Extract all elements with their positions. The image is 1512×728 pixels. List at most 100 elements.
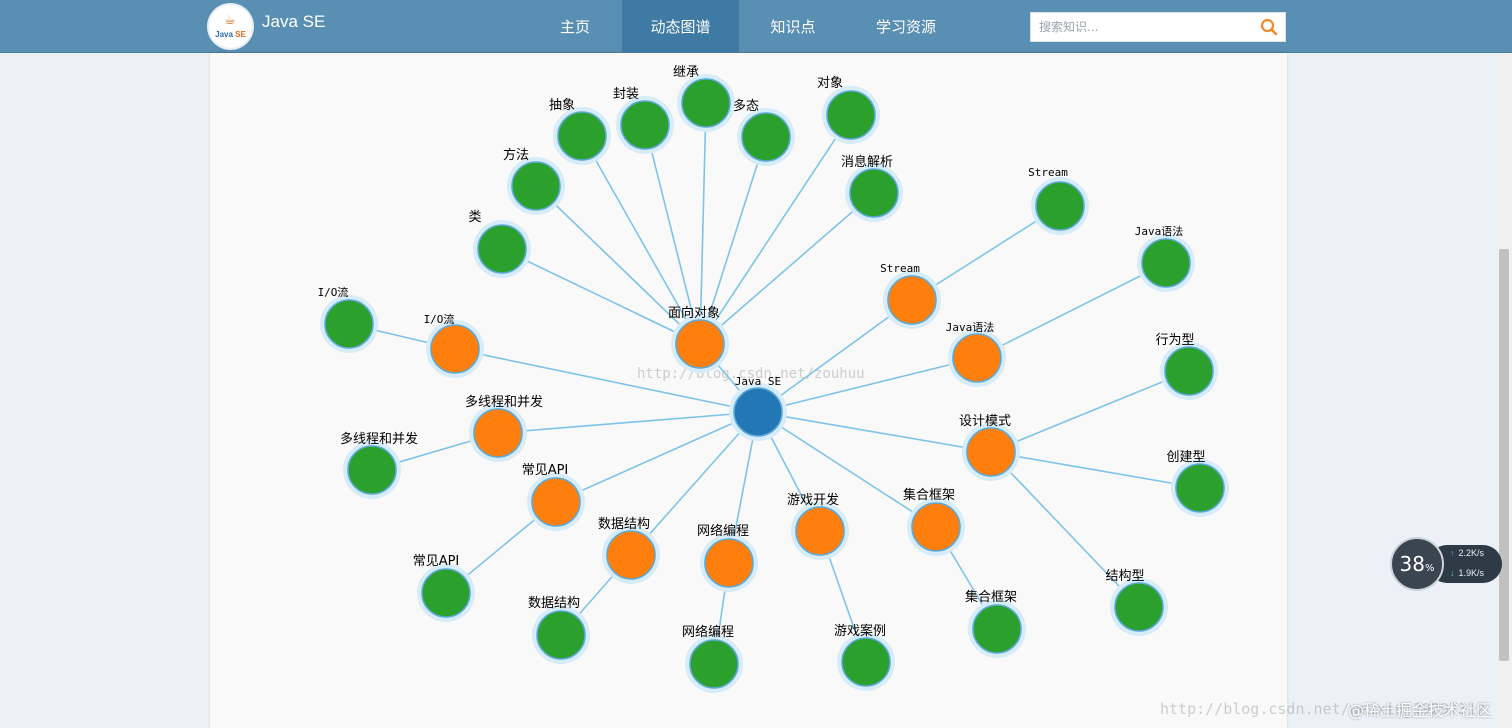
scrollbar-thumb[interactable] (1499, 249, 1509, 661)
nav-home[interactable]: 主页 (559, 18, 590, 36)
edge-oop-l-lei (501, 248, 701, 345)
node-circle[interactable] (966, 427, 1016, 477)
leaf-label: 行为型 (1155, 333, 1194, 348)
search-input[interactable] (1031, 13, 1267, 41)
search-icon[interactable] (1260, 18, 1278, 36)
category-node-ds[interactable] (602, 526, 660, 584)
category-label: Stream (880, 262, 920, 275)
nav-dynamic-graph[interactable]: 动态图谱 (622, 0, 739, 52)
node-circle[interactable] (741, 112, 791, 162)
nav-resources[interactable]: 学习资源 (875, 18, 936, 36)
leaf-node-l-behavior[interactable] (1160, 342, 1218, 400)
leaf-node-l-game[interactable] (837, 633, 895, 691)
leaf-node-l-coll[interactable] (968, 600, 1026, 658)
node-circle[interactable] (972, 604, 1022, 654)
node-circle[interactable] (473, 408, 523, 458)
node-circle[interactable] (557, 111, 607, 161)
node-circle[interactable] (795, 506, 845, 556)
nav-knowledge[interactable]: 知识点 (770, 18, 816, 36)
node-circle[interactable] (675, 319, 725, 369)
leaf-node-l-net[interactable] (685, 635, 743, 693)
node-circle[interactable] (511, 161, 561, 211)
node-circle[interactable] (430, 324, 480, 374)
node-circle[interactable] (531, 477, 581, 527)
leaf-node-l-create[interactable] (1171, 459, 1229, 517)
leaf-node-l-fengzhuang[interactable] (616, 96, 674, 154)
edge-oop-l-duotai (699, 136, 767, 345)
root-node-root[interactable] (729, 383, 787, 441)
top-navbar: ☕ Java SE Java SE 主页 动态图谱 知识点 学习资源 (0, 0, 1512, 53)
node-circle[interactable] (689, 639, 739, 689)
node-circle[interactable] (704, 538, 754, 588)
java-logo[interactable]: ☕ Java SE (209, 5, 252, 48)
node-circle[interactable] (849, 168, 899, 218)
category-label: 设计模式 (959, 414, 1011, 429)
node-circle[interactable] (1035, 181, 1085, 231)
node-circle[interactable] (477, 224, 527, 274)
node-circle[interactable] (952, 333, 1002, 383)
leaf-node-l-io[interactable] (320, 295, 378, 353)
category-node-io[interactable] (426, 320, 484, 378)
leaf-node-l-api[interactable] (417, 564, 475, 622)
category-node-oop[interactable] (671, 315, 729, 373)
node-circle[interactable] (421, 568, 471, 618)
edge-oop-l-fengzhuang (644, 124, 701, 345)
node-circle[interactable] (620, 100, 670, 150)
category-label: 游戏开发 (787, 492, 839, 508)
category-node-stream[interactable] (883, 271, 941, 329)
category-label: 数据结构 (598, 517, 650, 532)
node-circle[interactable] (911, 502, 961, 552)
category-node-game[interactable] (791, 502, 849, 560)
leaf-node-l-fangfa[interactable] (507, 157, 565, 215)
category-node-coll[interactable] (907, 498, 965, 556)
edge-root-stream (757, 299, 913, 413)
download-speed: ↓1.9K/s (1450, 568, 1485, 578)
network-monitor-widget[interactable]: 38% ↑2.2K/s ↓1.9K/s (1390, 537, 1506, 593)
page-scrollbar[interactable] (1496, 53, 1512, 728)
leaf-node-l-struct[interactable] (1110, 578, 1168, 636)
category-node-pattern[interactable] (962, 423, 1020, 481)
leaf-label: 抽象 (549, 98, 575, 113)
brand-title[interactable]: Java SE (262, 12, 326, 31)
category-node-net[interactable] (700, 534, 758, 592)
leaf-label: 多态 (733, 98, 759, 114)
category-label: Java语法 (946, 320, 995, 334)
category-node-thread[interactable] (469, 404, 527, 462)
leaf-node-l-stream[interactable] (1031, 177, 1089, 235)
leaf-node-l-ds[interactable] (532, 606, 590, 664)
leaf-node-l-syntax[interactable] (1137, 234, 1195, 292)
category-node-syntax[interactable] (948, 329, 1006, 387)
node-circle[interactable] (841, 637, 891, 687)
category-label: I/O流 (424, 312, 455, 326)
leaf-node-l-lei[interactable] (473, 220, 531, 278)
category-node-api[interactable] (527, 473, 585, 531)
node-circle[interactable] (606, 530, 656, 580)
graph-labels: 面向对象StreamJava语法I/O流多线程和并发常见API数据结构网络编程游… (318, 65, 1206, 640)
leaf-node-l-thread[interactable] (343, 441, 401, 499)
node-circle[interactable] (826, 90, 876, 140)
node-circle[interactable] (536, 610, 586, 660)
leaf-label: 结构型 (1105, 569, 1144, 584)
leaf-node-l-jicheng[interactable] (677, 74, 735, 132)
edge-root-ds (630, 411, 759, 556)
leaf-node-l-xiaoxi[interactable] (845, 164, 903, 222)
node-circle[interactable] (1175, 463, 1225, 513)
node-circle[interactable] (1114, 582, 1164, 632)
bottom-url-watermark: http://blog.csdn.net/weixin_39297312 (1160, 700, 1486, 718)
node-circle[interactable] (887, 275, 937, 325)
node-circle[interactable] (1141, 238, 1191, 288)
leaf-node-l-duixiang[interactable] (822, 86, 880, 144)
site-watermark: @稀土掘金技术社区 (1347, 701, 1492, 720)
node-circle[interactable] (347, 445, 397, 495)
search-box (1030, 12, 1286, 42)
leaf-node-l-chouxiang[interactable] (553, 107, 611, 165)
leaf-label: 创建型 (1166, 450, 1205, 465)
node-circle[interactable] (681, 78, 731, 128)
leaf-label: I/O流 (318, 285, 349, 299)
node-circle[interactable] (1164, 346, 1214, 396)
logo-text: Java SE (215, 30, 246, 39)
node-circle[interactable] (733, 387, 783, 437)
leaf-node-l-duotai[interactable] (737, 108, 795, 166)
node-circle[interactable] (324, 299, 374, 349)
